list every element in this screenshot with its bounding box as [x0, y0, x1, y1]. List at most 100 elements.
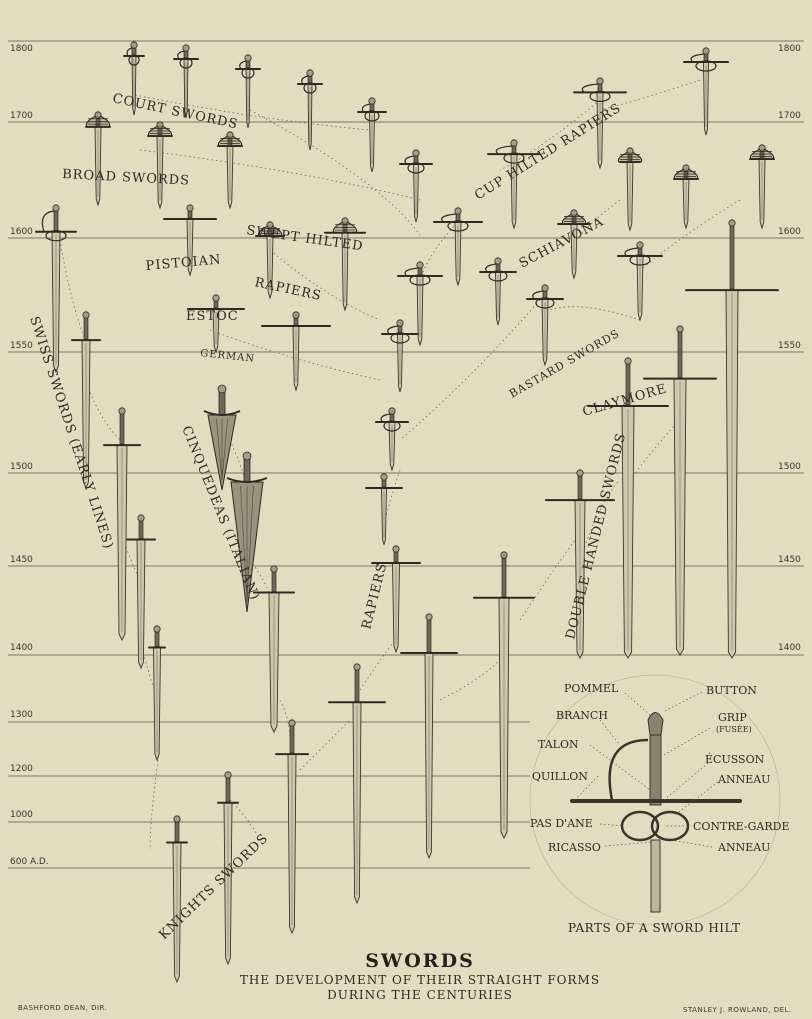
sword-drawing — [103, 407, 141, 642]
hilt-label-anneau-lower: ANNEAU — [717, 841, 770, 854]
sword-drawing — [147, 121, 173, 210]
group-label-schiavona: SCHIAVONA — [517, 214, 607, 271]
period-label: 1600 — [778, 227, 801, 237]
sword-drawing — [85, 111, 111, 207]
chart-subtitle-line-1: THE DEVELOPMENT OF THEIR STRAIGHT FORMS — [240, 973, 600, 987]
hilt-diagram: POMMEL BUTTON BRANCH GRIP (FUSÉE) TALON … — [529, 674, 790, 935]
sword-drawing — [685, 219, 779, 659]
hilt-diagram-blade — [650, 839, 661, 913]
sword-drawing — [573, 77, 627, 170]
sword-drawing — [217, 131, 243, 210]
period-label: 1550 — [10, 341, 33, 351]
sword-drawing — [235, 54, 261, 129]
group-label-pistoian: PISTOIAN — [145, 252, 222, 274]
sword-drawing — [148, 625, 166, 762]
sword-drawing — [253, 565, 295, 734]
group-label-rapiers-lower: RAPIERS — [359, 561, 390, 631]
sword-drawing — [365, 473, 403, 546]
hilt-label-quillon: QUILLON — [532, 770, 588, 783]
sword-drawing — [643, 325, 717, 656]
hilt-label-pommel: POMMEL — [564, 682, 619, 695]
period-label: 1800 — [778, 44, 801, 54]
sword-drawing — [275, 719, 309, 935]
hilt-diagram-caption: PARTS OF A SWORD HILT — [568, 921, 741, 935]
period-label: 1450 — [778, 555, 801, 565]
hilt-label-pas-dane: PAS D'ANE — [530, 817, 593, 830]
sword-drawing — [473, 551, 535, 840]
credit-right: STANLEY J. ROWLAND, DEL. — [683, 1006, 792, 1014]
hilt-label-grip: GRIP — [718, 711, 747, 724]
period-label: 1800 — [10, 44, 33, 54]
period-label: 1200 — [10, 764, 33, 774]
group-label-swiss: SWISS SWORDS (EARLY LINES) — [26, 315, 116, 552]
period-label: 1500 — [10, 462, 33, 472]
credit-left: BASHFORD DEAN, DIR. — [18, 1004, 107, 1012]
group-label-rapiers-upper: RAPIERS — [253, 275, 323, 304]
period-label: 1400 — [778, 643, 801, 653]
sword-drawing — [371, 545, 421, 654]
group-label-court-swords: COURT SWORDS — [111, 91, 239, 132]
sword-drawing — [173, 44, 199, 119]
sword-drawing — [297, 69, 323, 151]
sword-drawing — [35, 204, 77, 374]
chart-title: SWORDS — [365, 950, 475, 972]
hilt-diagram-pommel — [647, 712, 664, 736]
hilt-diagram-pas-dane — [620, 810, 660, 842]
sword-drawing — [545, 469, 615, 660]
sword-drawing — [123, 41, 145, 116]
group-label-bastard-swords: BASTARD SWORDS — [507, 327, 622, 401]
sword-drawing — [487, 139, 541, 230]
swords — [35, 41, 779, 984]
period-label: 1700 — [778, 111, 801, 121]
hilt-label-anneau-upper: ANNEAU — [717, 773, 770, 786]
sword-drawing — [400, 613, 458, 860]
sword-drawing — [255, 221, 285, 300]
group-label-estoc: ESTOC — [186, 309, 239, 324]
period-label: 1550 — [778, 341, 801, 351]
sword-drawing — [557, 209, 591, 280]
group-label-broad-swords: BROAD SWORDS — [62, 167, 191, 189]
sword-drawing — [617, 241, 663, 322]
period-label: 1400 — [10, 643, 33, 653]
period-label: 1500 — [778, 462, 801, 472]
chart-subtitle-line-2: DURING THE CENTURIES — [327, 988, 513, 1002]
period-label: 1700 — [10, 111, 33, 121]
cinquedea-drawing — [203, 384, 241, 491]
hilt-label-ricasso: RICASSO — [548, 841, 601, 854]
hilt-diagram-circle — [529, 674, 781, 926]
sword-drawing — [526, 284, 564, 367]
sword-drawing — [324, 217, 366, 312]
group-label-double-handed: DOUBLE HANDED SWORDS — [563, 431, 629, 641]
sword-drawing — [71, 311, 101, 490]
sword-drawing — [187, 294, 245, 354]
sword-drawing — [587, 357, 669, 659]
sword-drawing — [749, 144, 775, 230]
sword-drawing — [375, 407, 409, 472]
sword-drawing — [617, 147, 643, 232]
cinquedea-drawing — [226, 451, 268, 613]
hilt-diagram-branch — [608, 738, 649, 801]
sword-drawing — [399, 149, 433, 223]
sword-drawing — [673, 164, 699, 230]
period-label: 1450 — [10, 555, 33, 565]
sword-drawing — [683, 47, 729, 136]
group-label-german: GERMAN — [200, 348, 256, 365]
sword-drawing — [166, 815, 188, 984]
sword-drawing — [163, 204, 217, 277]
sword-drawing — [261, 311, 331, 392]
period-labels-right: 1800 1700 1600 1550 1500 1450 1400 — [778, 44, 801, 653]
sword-drawing — [433, 207, 483, 287]
hilt-label-ecusson: ÉCUSSON — [705, 752, 765, 766]
period-label: 600 A.D. — [10, 857, 49, 867]
hilt-diagram-grip — [649, 734, 662, 806]
sword-drawing — [479, 257, 517, 326]
sword-drawing — [357, 97, 387, 173]
period-label: 1600 — [10, 227, 33, 237]
hilt-label-fusee: (FUSÉE) — [716, 725, 752, 734]
period-labels-left: 1800 1700 1600 1550 1500 1450 1400 1300 … — [10, 44, 49, 867]
hilt-label-contre-garde: CONTRE-GARDE — [693, 820, 790, 833]
period-label: 1300 — [10, 710, 33, 720]
period-label: 1000 — [10, 810, 33, 820]
hilt-label-talon: TALON — [538, 738, 579, 751]
